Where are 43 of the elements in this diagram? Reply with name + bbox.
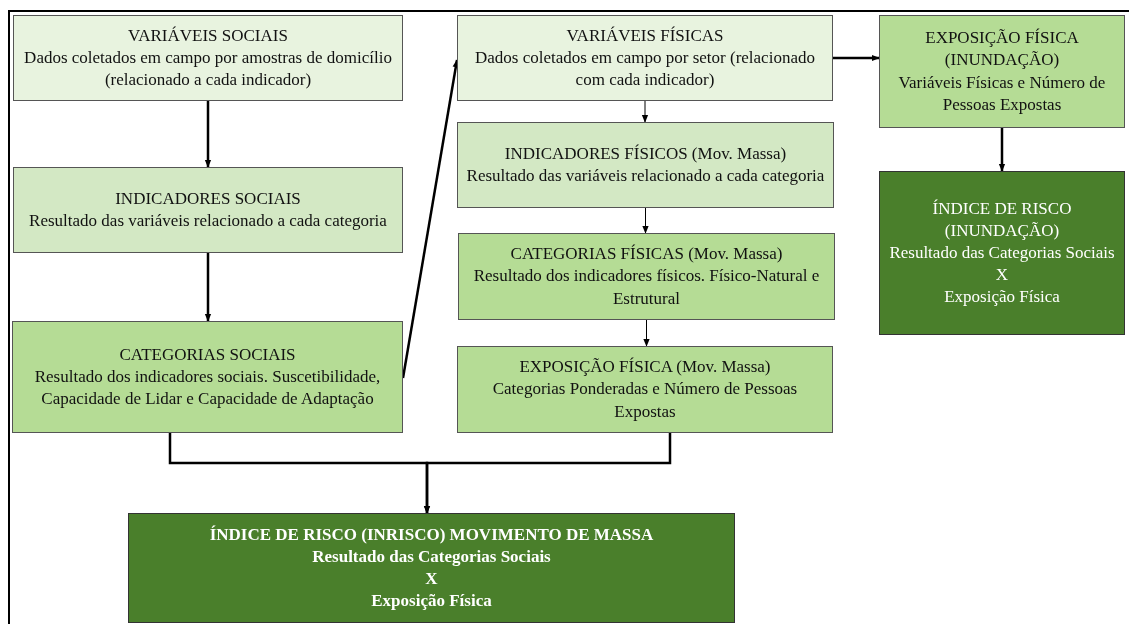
arrow — [423, 433, 672, 514]
box-text: Resultado das variáveis relacionado a cada categoria — [466, 165, 825, 187]
box-heading: VARIÁVEIS FÍSICAS — [566, 24, 724, 47]
process-box — [13, 15, 403, 101]
process-box — [13, 167, 403, 253]
box-heading: INDICADORES FÍSICOS (Mov. Massa) — [504, 142, 787, 165]
box-heading: VARIÁVEIS SOCIAIS — [128, 24, 288, 47]
box-text: Resultado das variáveis relacionado a cada categoria — [29, 210, 387, 232]
arrow — [401, 59, 459, 379]
box-heading: CATEGORIAS FÍSICAS (Mov. Massa) — [510, 243, 783, 266]
box-text: Resultado dos indicadores sociais. Suscetibilidade, Capacidade de Lidar e Capacidade de Adaptação — [33, 365, 382, 411]
process-box — [458, 233, 835, 320]
box-heading: CATEGORIAS SOCIAIS — [119, 343, 296, 366]
arrow — [643, 319, 650, 347]
box-heading: EXPOSIÇÃO FÍSICA (Mov. Massa) — [519, 356, 771, 379]
box-heading: INDICADORES SOCIAIS — [115, 187, 301, 210]
box-text: Dados coletados em campo por setor (relacionado com cada indicador) — [474, 46, 816, 92]
arrow — [641, 100, 649, 123]
process-box — [12, 321, 403, 433]
process-box — [879, 171, 1125, 335]
box-text: Exposição Física — [944, 286, 1060, 309]
box-text: Resultado das Categorias Sociais — [889, 241, 1115, 264]
process-box — [128, 513, 735, 623]
process-box — [457, 15, 833, 101]
box-text: X — [995, 264, 1009, 287]
box-text: Resultado dos indicadores físicos. Físico-Natural e Estrutural — [472, 265, 821, 310]
box-text: X — [425, 568, 438, 590]
box-heading: ÍNDICE DE RISCO (INUNDAÇÃO) — [931, 197, 1073, 242]
arrow — [998, 128, 1006, 172]
arrow — [204, 101, 212, 168]
process-box — [457, 346, 833, 433]
arrow — [833, 54, 880, 62]
box-text: Categorias Ponderadas e Número de Pessoas Expostas — [491, 378, 799, 423]
box-heading: EXPOSIÇÃO FÍSICA (INUNDAÇÃO) — [924, 27, 1080, 72]
box-text: Dados coletados em campo por amostras de domicílio (relacionado a cada indicador) — [23, 46, 393, 92]
arrow — [642, 207, 649, 234]
arrow — [204, 253, 212, 322]
process-box — [879, 15, 1125, 128]
box-text: Variáveis Físicas e Número de Pessoas Expostas — [897, 71, 1107, 116]
process-box — [457, 122, 834, 208]
box-text: Exposição Física — [371, 590, 492, 613]
box-text: Resultado das Categorias Sociais — [312, 545, 551, 568]
box-heading: ÍNDICE DE RISCO (INRISCO) MOVIMENTO DE MASSA — [209, 523, 654, 546]
